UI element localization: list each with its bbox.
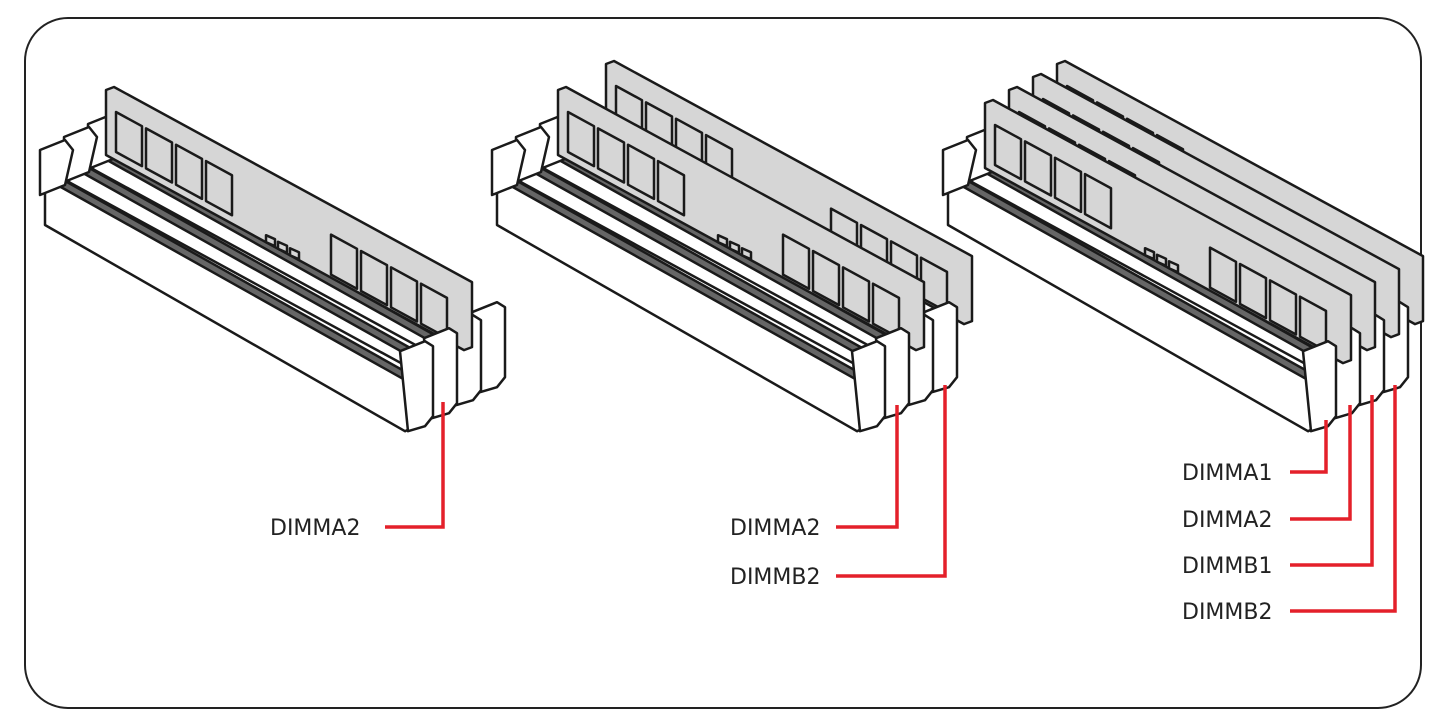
smd-component	[728, 240, 741, 254]
smd-component	[1167, 260, 1180, 274]
dimm-assembly-one-module	[38, 85, 507, 433]
diagram-frame	[24, 17, 1422, 709]
memory-chip	[1023, 140, 1053, 197]
memory-chip	[359, 249, 389, 307]
label-dimmb2: DIMMB2	[1182, 600, 1272, 625]
slot-latch	[490, 138, 527, 197]
label-dimmb1: DIMMB1	[1182, 554, 1272, 579]
memory-chip	[204, 159, 234, 217]
leader-line	[836, 385, 947, 578]
memory-chip	[1083, 172, 1113, 230]
memory-chip	[174, 143, 204, 201]
dimm-assembly-four-modules	[941, 59, 1425, 433]
leader-line	[1290, 395, 1374, 567]
slot-latch	[850, 339, 887, 433]
memory-chip	[329, 233, 359, 291]
smd-component	[716, 233, 729, 248]
leader-line	[836, 405, 899, 529]
smd-component	[1143, 246, 1156, 261]
config-one-module: DIMMA2	[270, 402, 445, 541]
memory-chip	[389, 266, 419, 323]
memory-chip	[656, 159, 686, 217]
memory-chip	[1053, 156, 1083, 214]
config-two-modules: DIMMA2 DIMMB2	[730, 385, 947, 590]
label-dimma2: DIMMA2	[1182, 508, 1272, 533]
smd-component	[288, 247, 301, 261]
smd-component	[264, 233, 277, 248]
smd-component	[740, 247, 753, 261]
slot-latch	[941, 138, 978, 197]
memory-chip	[144, 127, 174, 184]
smd-component	[276, 240, 289, 254]
smd-component	[1155, 253, 1168, 267]
memory-chip	[114, 110, 144, 168]
memory-chip	[626, 143, 656, 201]
dimm-assembly-two-modules	[490, 59, 974, 433]
memory-chip	[811, 249, 841, 307]
label-dimma1: DIMMA1	[1182, 461, 1272, 486]
slot-latch	[1301, 339, 1338, 433]
leader-line	[1290, 385, 1397, 613]
config-four-modules: DIMMA1 DIMMA2 DIMMB1 DIMMB2	[1182, 385, 1397, 625]
label-dimma2: DIMMA2	[270, 516, 360, 541]
memory-chip	[566, 110, 596, 168]
memory-chip	[1268, 279, 1298, 336]
leader-line	[1290, 420, 1328, 474]
memory-chip	[1208, 246, 1238, 304]
memory-chip	[841, 266, 871, 323]
label-dimma2: DIMMA2	[730, 516, 820, 541]
leader-line	[1290, 405, 1352, 521]
memory-chip	[993, 123, 1023, 181]
label-dimmb2: DIMMB2	[730, 565, 820, 590]
memory-chip	[596, 127, 626, 184]
memory-chip	[1238, 262, 1268, 320]
memory-chip	[781, 233, 811, 291]
slot-latch	[398, 339, 435, 433]
leader-line	[385, 402, 445, 529]
slot-latch	[38, 138, 75, 197]
